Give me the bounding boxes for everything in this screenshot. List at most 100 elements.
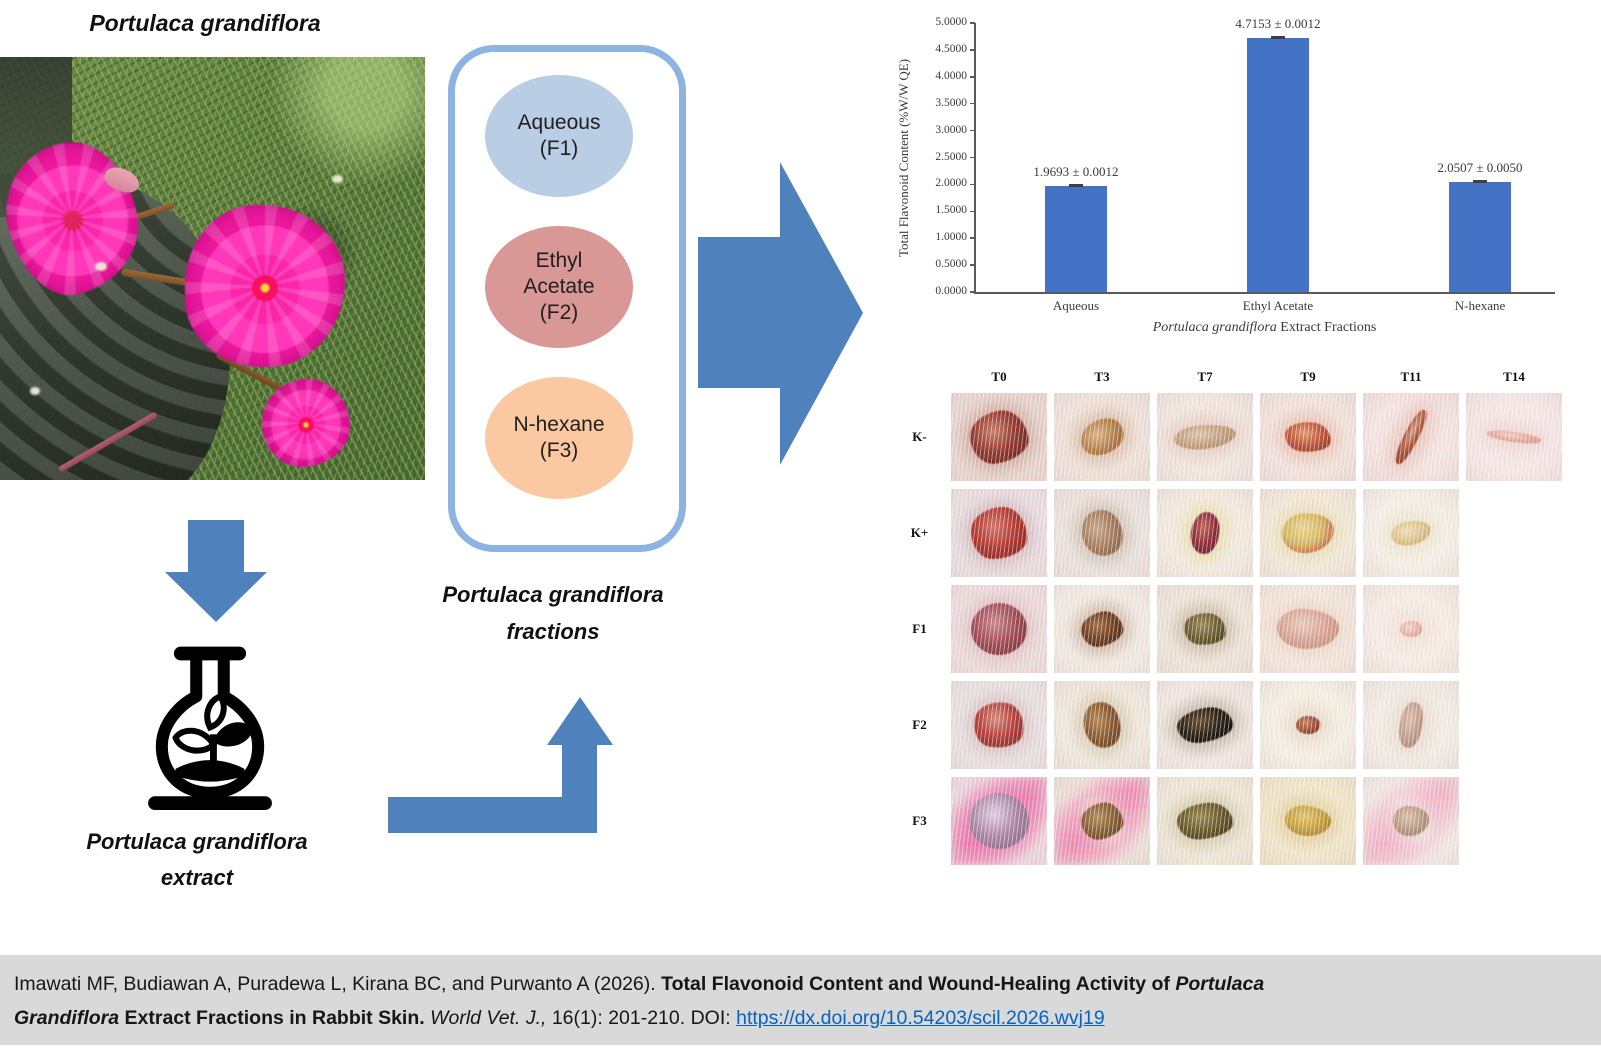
- wound-photo-F2-T7: [1157, 681, 1253, 769]
- wound-photo-K--T3: [1054, 393, 1150, 481]
- wound-photo-F3-T7: [1157, 777, 1253, 865]
- wound-photo-F1-T7: [1157, 585, 1253, 673]
- fractions-label-line2: fractions: [506, 619, 600, 644]
- wound-photo-K--T11: [1363, 393, 1459, 481]
- y-tick-mark: [970, 156, 975, 159]
- y-tick-label: 1.0000: [935, 231, 967, 244]
- wound-photo-F2-T9: [1260, 681, 1356, 769]
- wound-photo-F3-T11: [1363, 777, 1459, 865]
- wound-photo-F3-T9: [1260, 777, 1356, 865]
- wound-mark: [1400, 621, 1422, 637]
- grid-corner: [895, 363, 944, 385]
- flower-blossom-lower: [262, 379, 350, 467]
- wound-mark: [1486, 428, 1542, 446]
- wound-mark: [1173, 422, 1237, 452]
- y-tick-mark: [970, 264, 975, 266]
- row-label-K+: K+: [910, 525, 929, 540]
- error-bar: [1473, 179, 1487, 183]
- wound-mark: [1074, 412, 1130, 462]
- chart-x-axis-title: Portulaca grandiflora Extract Fractions: [974, 320, 1555, 336]
- elbow-arrow: [388, 697, 613, 833]
- fraction-code: (F3): [539, 439, 579, 462]
- dried-petal: [95, 262, 107, 271]
- y-tick-mark: [970, 237, 975, 239]
- x-category-label: Ethyl Acetate: [1242, 298, 1314, 313]
- wound-photo-K--T9: [1260, 393, 1356, 481]
- y-tick-mark: [970, 102, 975, 105]
- flower-blossom-center: [185, 205, 345, 367]
- wound-photo-K+-T7: [1157, 489, 1253, 577]
- y-tick-mark: [970, 49, 975, 51]
- doi-link[interactable]: https://dx.doi.org/10.54203/scil.2026.wv…: [736, 1007, 1105, 1029]
- down-arrow: [165, 520, 267, 622]
- y-tick-label: 2.0000: [935, 177, 967, 190]
- wound-photo-F2-T11: [1363, 681, 1459, 769]
- y-tick-mark: [970, 22, 975, 24]
- wound-mark: [1078, 698, 1126, 752]
- flower-center: [298, 417, 314, 433]
- wound-photo-F2-T14: [1466, 681, 1562, 769]
- fraction-circle-3: N-hexane (F3): [485, 377, 633, 499]
- wound-mark: [1182, 611, 1228, 647]
- wound-mark: [1077, 608, 1127, 650]
- y-tick-mark: [970, 210, 975, 213]
- chart-x-axis-line: [974, 292, 1555, 294]
- bar-value-label: 2.0507 ± 0.0050: [1437, 159, 1523, 175]
- x-title-rest: Extract Fractions: [1276, 320, 1377, 335]
- y-tick-label: 4.0000: [935, 69, 967, 82]
- wound-photo-K+-T14: [1466, 489, 1562, 577]
- error-bar: [1271, 36, 1285, 40]
- y-tick-label: 3.0000: [935, 123, 967, 136]
- fraction-code: (F1): [539, 137, 579, 160]
- wound-photo-F1-T11: [1363, 585, 1459, 673]
- wound-photo-F3-T0: [951, 777, 1047, 865]
- wound-photo-F1-T0: [951, 585, 1047, 673]
- wound-photo-F1-T14: [1466, 585, 1562, 673]
- wound-mark: [1280, 510, 1336, 556]
- fraction-name: Ethyl Acetate: [523, 249, 595, 298]
- fractions-label-line1: Portulaca grandiflora: [442, 582, 664, 607]
- column-header-T3: T3: [1094, 369, 1110, 384]
- y-tick-mark: [970, 183, 975, 186]
- bar-value-label: 1.9693 ± 0.0012: [1033, 164, 1119, 180]
- x-title-species: Portulaca grandiflora: [1152, 320, 1277, 335]
- citation-text: Portulaca: [1175, 973, 1265, 995]
- y-tick-label: 2.5000: [935, 150, 967, 163]
- wound-photo-F3-T14: [1466, 777, 1562, 865]
- fractions-label: Portulaca grandiflora fractions: [403, 576, 703, 650]
- y-tick-mark: [970, 76, 975, 78]
- y-tick-label: 4.5000: [935, 42, 967, 55]
- wound-mark: [1174, 704, 1236, 746]
- wound-mark: [1389, 517, 1433, 549]
- citation-text: World Vet. J.,: [430, 1007, 547, 1029]
- wound-mark: [1283, 420, 1333, 454]
- row-label-F3: F3: [912, 813, 927, 828]
- error-bar: [1069, 184, 1083, 188]
- wound-photo-F1-T9: [1260, 585, 1356, 673]
- wound-mark: [1175, 801, 1235, 841]
- wound-mark: [971, 507, 1027, 559]
- dried-petal: [30, 387, 40, 395]
- wound-photo-F2-T0: [951, 681, 1047, 769]
- y-tick-label: 1.5000: [935, 204, 967, 217]
- wound-photo-K+-T3: [1054, 489, 1150, 577]
- wound-photo-K+-T11: [1363, 489, 1459, 577]
- y-tick-label: 0.5000: [935, 258, 967, 271]
- y-tick-label: 0.0000: [935, 285, 967, 297]
- wound-mark: [970, 698, 1028, 752]
- right-arrow: [698, 162, 863, 465]
- wound-mark: [1275, 607, 1341, 651]
- fraction-name: N-hexane: [513, 413, 605, 436]
- wound-mark: [971, 603, 1027, 655]
- plant-photo: [0, 57, 425, 480]
- wound-photo-K--T14: [1466, 393, 1562, 481]
- fraction-circle-1: Aqueous(F1): [485, 75, 633, 197]
- wound-mark: [1188, 510, 1222, 556]
- extract-label-line2: extract: [160, 865, 234, 890]
- wound-photo-F1-T3: [1054, 585, 1150, 673]
- wound-mark: [1396, 700, 1426, 750]
- citation-text: Extract Fractions in Rabbit Skin.: [119, 1007, 431, 1029]
- citation-text: Imawati MF, Budiawan A, Puradewa L, Kira…: [14, 973, 662, 995]
- wound-photo-K+-T0: [951, 489, 1047, 577]
